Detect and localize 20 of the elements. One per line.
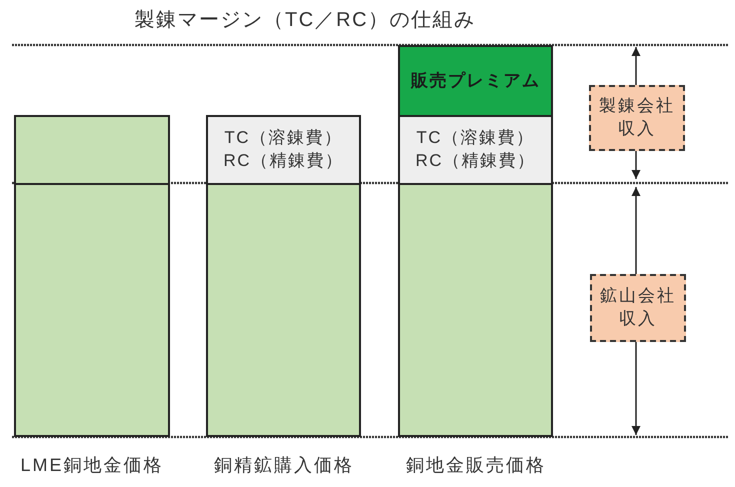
income-box <box>590 274 686 342</box>
price-block <box>14 115 170 185</box>
rc-fee-label: RC（精錬費） <box>415 150 536 172</box>
premium-block <box>398 45 553 117</box>
column-caption: 銅精鉱購入価格 <box>214 455 354 477</box>
diagram-title: 製錬マージン（TC／RC）の仕組み <box>134 8 476 33</box>
column-caption: LME銅地金価格 <box>20 455 164 477</box>
income-label: 製錬会社収入 <box>598 95 676 140</box>
rc-fee-label: RC（精錬費） <box>223 150 344 172</box>
price-block <box>14 183 170 437</box>
income-label: 鉱山会社収入 <box>599 285 677 330</box>
premium-label: 販売プレミアム <box>410 70 540 92</box>
income-box <box>589 85 685 151</box>
fee-block <box>398 115 553 185</box>
fee-block <box>206 115 361 185</box>
price-block <box>398 183 553 437</box>
tc-fee-label: TC（溶錬費） <box>416 127 535 150</box>
tc-fee-label: TC（溶錬費） <box>224 127 343 150</box>
column-caption: 銅地金販売価格 <box>406 455 546 477</box>
price-block <box>206 183 361 437</box>
